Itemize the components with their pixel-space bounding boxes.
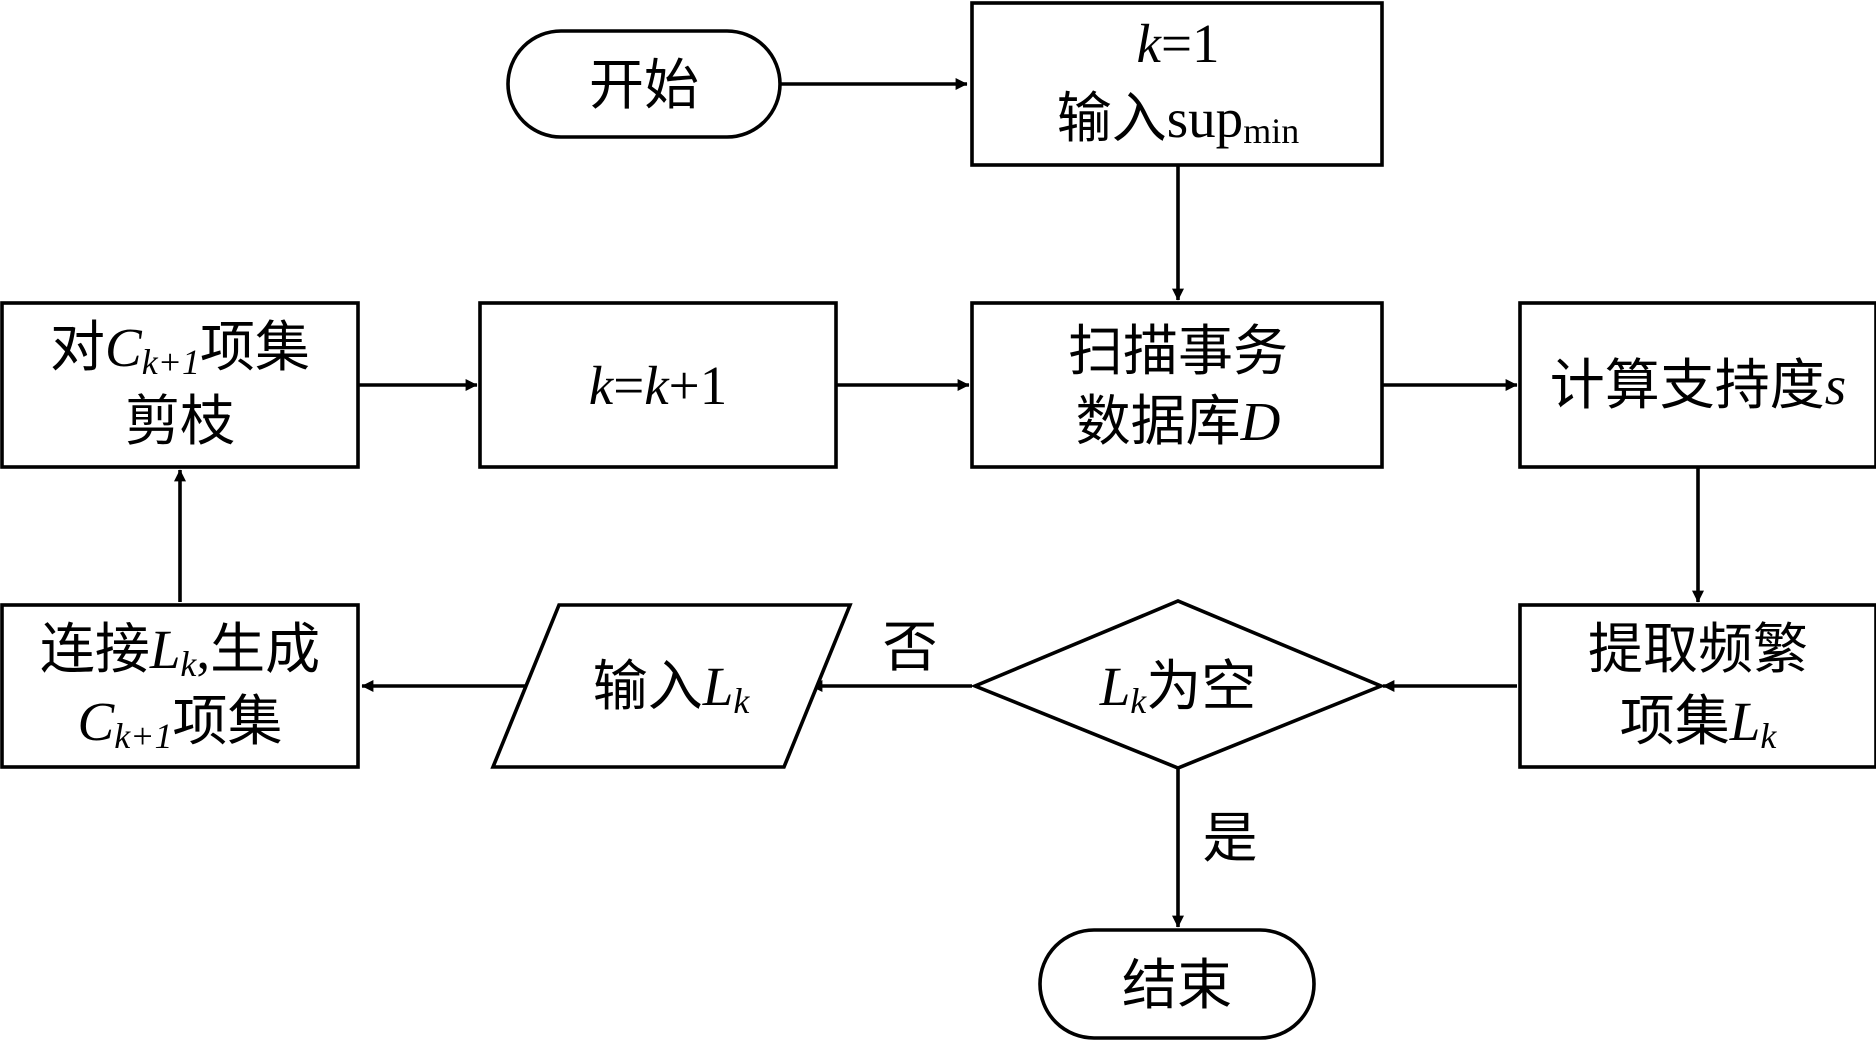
join-line2: Ck+1项集 — [78, 691, 283, 756]
scan-line1: 扫描事务 — [1068, 321, 1288, 382]
node-start: 开始 — [506, 29, 782, 139]
node-output: 输入Lk — [490, 603, 853, 769]
init-line2: 输入supmin — [1057, 88, 1299, 151]
edge-label-yes: 是 — [1202, 808, 1257, 869]
node-extract: 提取频繁 项集Lk — [1518, 603, 1876, 769]
output-parallelogram — [490, 603, 853, 769]
node-join: 连接Lk,生成 Ck+1项集 — [0, 603, 360, 769]
decision-label: Lk为空 — [1099, 656, 1257, 721]
prune-box — [0, 301, 360, 469]
node-end: 结束 — [1038, 928, 1316, 1040]
node-decision: Lk为空 — [970, 599, 1386, 770]
node-support: 计算支持度s — [1518, 301, 1876, 469]
end-label: 结束 — [1122, 955, 1232, 1016]
end-terminator — [1038, 928, 1316, 1040]
node-prune: 对Ck+1项集 剪枝 — [0, 301, 360, 469]
join-box — [0, 603, 360, 769]
scan-box — [970, 301, 1384, 469]
node-init: k=1 输入supmin — [970, 1, 1384, 167]
extract-line2: 项集Lk — [1620, 691, 1778, 756]
prune-line1: 对Ck+1项集 — [50, 317, 310, 382]
edge-label-no: 否 — [882, 617, 937, 678]
edges — [174, 78, 1704, 928]
increment-box — [478, 301, 838, 469]
output-label: 输入Lk — [593, 656, 751, 721]
decision-diamond — [970, 599, 1386, 770]
scan-line2: 数据库D — [1076, 391, 1281, 452]
init-line1: k=1 — [1137, 13, 1220, 74]
extract-line1: 提取频繁 — [1588, 619, 1808, 680]
prune-line2: 剪枝 — [125, 391, 235, 452]
start-terminator — [506, 29, 782, 139]
init-box — [970, 1, 1384, 167]
node-scan: 扫描事务 数据库D — [970, 301, 1384, 469]
join-line1: 连接Lk,生成 — [40, 619, 320, 684]
start-label: 开始 — [589, 55, 699, 116]
support-label: 计算支持度s — [1550, 355, 1846, 416]
node-increment: k=k+1 — [478, 301, 838, 469]
support-box — [1518, 301, 1876, 469]
increment-label: k=k+1 — [589, 355, 727, 416]
extract-box — [1518, 603, 1876, 769]
